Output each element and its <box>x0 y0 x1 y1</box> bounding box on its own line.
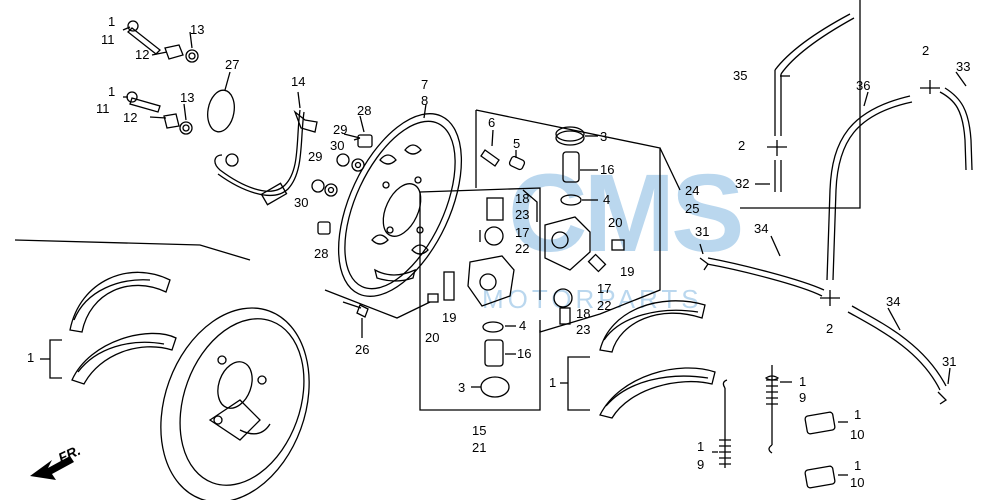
part-label: 1 <box>854 407 862 422</box>
front-direction-arrow <box>30 456 74 480</box>
screw <box>486 197 504 221</box>
part-label: 13 <box>190 22 205 37</box>
part-label: 30 <box>330 138 345 153</box>
part-label: 33 <box>956 59 971 74</box>
part-label: 11 <box>96 101 110 116</box>
part-label: 28 <box>314 246 329 261</box>
spring-upper <box>764 365 792 454</box>
part-label: 26 <box>355 342 370 357</box>
part-label: 1 <box>108 14 116 29</box>
part-label: 23 <box>515 207 530 222</box>
part-label: 35 <box>733 68 748 83</box>
part-label: 11 <box>101 32 115 47</box>
o-ring <box>207 89 235 133</box>
part-label: 3 <box>458 380 466 395</box>
part-label: 22 <box>515 241 530 256</box>
part-label: 25 <box>685 201 700 216</box>
clip <box>443 271 455 301</box>
part-label: 30 <box>294 195 309 210</box>
part-label: 18 <box>515 191 530 206</box>
part-label: 1 <box>27 350 35 365</box>
shoe-clip-upper <box>804 411 836 435</box>
part-label: 7 <box>421 77 429 92</box>
part-label: 1 <box>697 439 705 454</box>
brake-hose <box>214 91 318 206</box>
part-label: 1 <box>854 458 862 473</box>
part-label: 32 <box>735 176 750 191</box>
part-label: 14 <box>291 74 306 89</box>
wheel-cylinder-lower <box>467 255 515 307</box>
brake-drum <box>160 307 310 500</box>
wheel-cylinder-upper <box>544 216 591 271</box>
watermark-logo: CMS <box>508 152 744 275</box>
part-label: 1 <box>799 374 807 389</box>
cup-upper <box>560 194 582 206</box>
boot-upper <box>555 126 585 142</box>
shoe-clip-lower <box>804 465 836 489</box>
part-label: 12 <box>135 47 150 62</box>
bleeder-screw <box>480 149 500 167</box>
part-label: 1 <box>549 375 557 390</box>
part-label: 10 <box>850 475 865 490</box>
spring-lower <box>712 379 731 468</box>
part-label: 34 <box>886 294 901 309</box>
piston-upper <box>562 151 580 183</box>
part-label: 16 <box>517 346 532 361</box>
part-label: 29 <box>308 149 323 164</box>
part-label: 23 <box>576 322 591 337</box>
part-label: 21 <box>472 440 487 455</box>
bolt-assembly-lower <box>123 91 193 135</box>
bolt-26 <box>342 301 369 318</box>
part-label: 20 <box>608 215 623 230</box>
part-label: 18 <box>576 306 591 321</box>
part-label: 9 <box>799 390 807 405</box>
part-label: 3 <box>600 129 608 144</box>
part-label: 9 <box>697 457 705 472</box>
part-label: 17 <box>597 281 612 296</box>
part-label: 16 <box>600 162 615 177</box>
part-label: 2 <box>826 321 834 336</box>
part-label: 4 <box>519 318 527 333</box>
breather-tubes <box>699 13 973 405</box>
part-label: 13 <box>180 90 195 105</box>
part-label: 8 <box>421 93 429 108</box>
brake-backing-plate <box>337 103 463 297</box>
part-label: 19 <box>442 310 457 325</box>
part-label: 12 <box>123 110 138 125</box>
brake-shoe-right <box>599 300 716 419</box>
part-label: 29 <box>333 122 348 137</box>
cap <box>508 155 526 171</box>
part-label: 24 <box>685 183 700 198</box>
bolt-20 <box>427 293 439 303</box>
part-label: 27 <box>225 57 240 72</box>
part-label: 4 <box>603 192 611 207</box>
part-label: 34 <box>754 221 769 236</box>
part-label: 36 <box>856 78 871 93</box>
watermark-text: MOTORPARTS <box>482 284 703 314</box>
part-label: 31 <box>942 354 957 369</box>
part-label: 10 <box>850 427 865 442</box>
part-label: 15 <box>472 423 487 438</box>
part-label: 17 <box>515 225 530 240</box>
bolt-assembly-upper <box>122 20 199 63</box>
bleeder-bolts <box>311 115 373 235</box>
part-label: 19 <box>620 264 635 279</box>
part-label: 2 <box>738 138 746 153</box>
part-label: 28 <box>357 103 372 118</box>
part-label: 1 <box>108 84 116 99</box>
part-label: 31 <box>695 224 710 239</box>
part-label: 2 <box>922 43 930 58</box>
brake-shoe-left <box>69 271 177 385</box>
part-label: 20 <box>425 330 440 345</box>
part-label: 6 <box>488 115 496 130</box>
part-label: 22 <box>597 298 612 313</box>
part-label: 5 <box>513 136 521 151</box>
